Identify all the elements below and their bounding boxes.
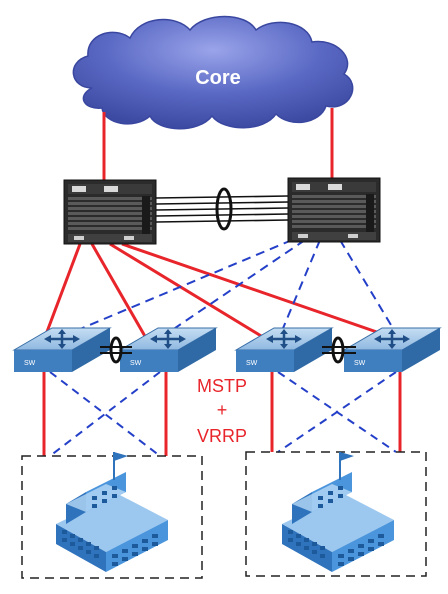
building-icon-right <box>281 451 395 573</box>
access-switch-1: SW <box>12 327 112 372</box>
building-icon-left <box>55 451 169 573</box>
links-active <box>40 242 401 347</box>
core-switch-right <box>287 177 381 243</box>
access-switch-4: SW <box>342 327 442 372</box>
stack-link-right <box>322 346 356 354</box>
protocol-label: MSTP + VRRP <box>197 376 247 446</box>
switch-label: SW <box>246 360 258 367</box>
switch-label: SW <box>354 360 366 367</box>
core-cloud <box>72 15 354 130</box>
access-switch-2: SW <box>118 327 218 372</box>
site-zone-right <box>245 451 427 577</box>
site-zone-left <box>21 455 203 579</box>
lag-ring-right <box>331 336 345 364</box>
stack-link-left <box>100 346 132 354</box>
access-links-active <box>42 372 402 456</box>
lag-ring-core <box>215 187 233 231</box>
switch-label: SW <box>130 360 142 367</box>
core-cloud-label: Core <box>195 67 241 89</box>
lag-ring-left <box>109 336 123 364</box>
protocol-line-2: + <box>217 400 228 420</box>
switch-label: SW <box>24 360 36 367</box>
core-switch-left <box>63 179 157 245</box>
protocol-line-3: VRRP <box>197 426 247 446</box>
protocol-line-1: MSTP <box>197 376 247 396</box>
access-links-standby <box>49 371 397 457</box>
access-switch-3: SW <box>234 327 334 372</box>
core-trunk <box>155 195 289 223</box>
